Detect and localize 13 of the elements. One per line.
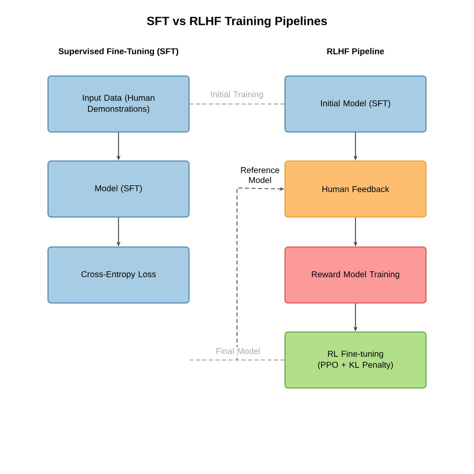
edge-label: Final Model bbox=[216, 348, 260, 354]
edge-label: Reference Model bbox=[241, 166, 280, 184]
title: SFT vs RLHF Training Pipelines bbox=[147, 16, 327, 28]
process-box: Cross-Entropy Loss bbox=[48, 246, 190, 304]
edge-label: Initial Training bbox=[211, 91, 263, 99]
process-box: Reward Model Training bbox=[284, 246, 426, 304]
process-box: Input Data (Human Demonstrations) bbox=[48, 76, 190, 132]
column-heading: Supervised Fine-Tuning (SFT) bbox=[58, 48, 178, 56]
process-box: Human Feedback bbox=[284, 160, 426, 218]
process-box: RL Fine-tuning (PPO + KL Penalty) bbox=[284, 332, 426, 388]
process-box: Model (SFT) bbox=[48, 160, 190, 218]
column-heading: RLHF Pipeline bbox=[327, 48, 384, 56]
process-box: Initial Model (SFT) bbox=[284, 76, 426, 132]
